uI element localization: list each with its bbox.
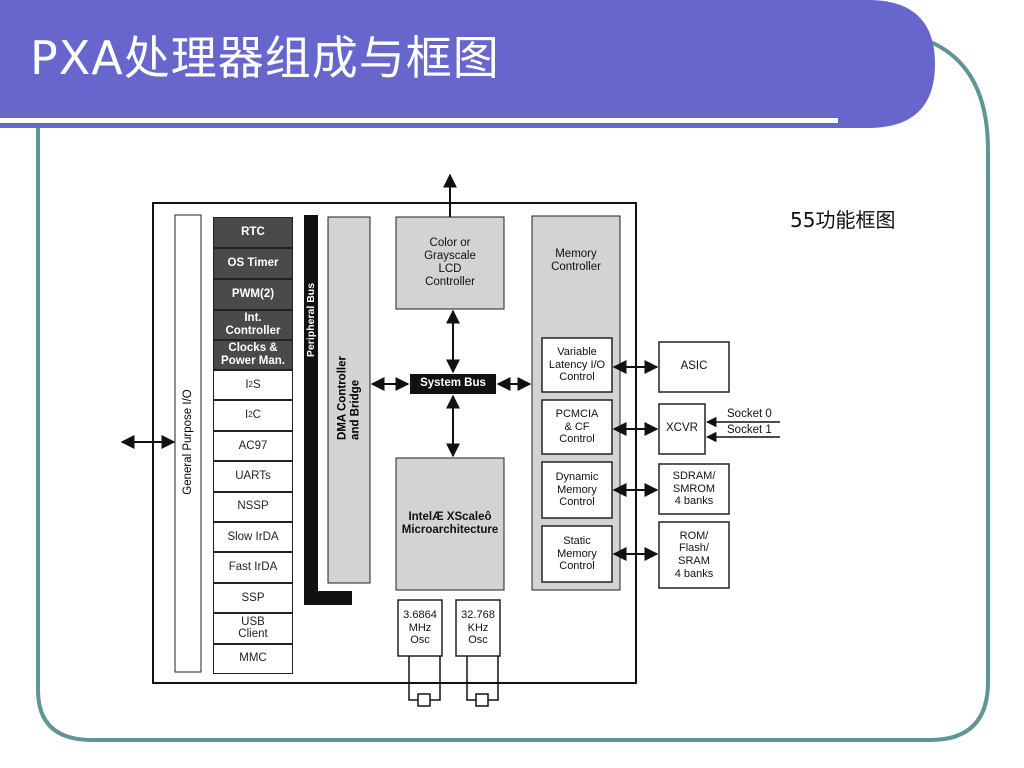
crystal-1 bbox=[417, 693, 431, 707]
peripheral-bus bbox=[304, 215, 318, 605]
io-module: Fast IrDA bbox=[213, 552, 293, 583]
dark-module: Int. Controller bbox=[213, 310, 293, 340]
crystal-2 bbox=[475, 693, 489, 707]
core-label: IntelÆ XScaleô Microarchitecture bbox=[401, 510, 499, 536]
dma-box bbox=[327, 216, 371, 584]
io-module: SSP bbox=[213, 582, 293, 614]
xcvr-box bbox=[658, 403, 706, 455]
mem-sub-2 bbox=[541, 399, 613, 455]
peripheral-bus-foot bbox=[304, 591, 352, 605]
mem-sub-4 bbox=[541, 525, 613, 583]
io-module: UARTs bbox=[213, 461, 293, 492]
rom-box bbox=[658, 521, 730, 589]
title-underline bbox=[0, 118, 838, 123]
osc-1-label: 3.6864 MHz Osc bbox=[403, 609, 437, 647]
osc-2-box bbox=[455, 599, 501, 657]
rom-label: ROM/ Flash/ SRAM 4 banks bbox=[674, 529, 714, 580]
peripheral-bus-label: Peripheral Bus bbox=[305, 282, 317, 358]
io-module: NSSP bbox=[213, 491, 293, 522]
asic-box bbox=[658, 341, 730, 393]
socket-0-label: Socket 0 bbox=[727, 408, 772, 420]
mem-sub-4-label: Static Memory Control bbox=[557, 535, 597, 573]
mem-sub-3-label: Dynamic Memory Control bbox=[555, 471, 599, 509]
system-bus-label: System Bus bbox=[420, 377, 486, 390]
mem-sub-2-label: PCMCIA & CF Control bbox=[555, 408, 599, 446]
io-module: Slow IrDA bbox=[213, 522, 293, 553]
osc-1-box bbox=[397, 599, 443, 657]
dark-module: OS Timer bbox=[213, 248, 293, 279]
title-bar bbox=[0, 0, 935, 128]
lcd-box bbox=[395, 216, 505, 310]
osc-2-label: 32.768 KHz Osc bbox=[461, 609, 495, 647]
sdram-box bbox=[658, 463, 730, 515]
mem-sub-1-label: Variable Latency I/O Control bbox=[548, 346, 606, 384]
dma-label: DMA Controller and Bridge bbox=[336, 356, 361, 440]
dark-module: Clocks & Power Man. bbox=[213, 340, 293, 370]
lcd-label: Color or Grayscale LCD Controller bbox=[424, 236, 476, 289]
mem-sub-1 bbox=[541, 337, 613, 393]
slide-border bbox=[36, 36, 990, 742]
gpio-label: General Purpose I/O bbox=[182, 389, 194, 495]
socket-1-label: Socket 1 bbox=[727, 424, 772, 436]
xcvr-label: XCVR bbox=[666, 422, 698, 435]
io-module: USB Client bbox=[213, 613, 293, 644]
io-module: MMC bbox=[213, 643, 293, 674]
dark-module: PWM(2) bbox=[213, 279, 293, 310]
core-box bbox=[395, 457, 505, 591]
system-bus-box bbox=[410, 374, 496, 394]
io-module: AC97 bbox=[213, 430, 293, 462]
slide-title: PXA处理器组成与框图 bbox=[30, 31, 500, 85]
slide-caption: 55功能框图 bbox=[790, 208, 896, 232]
dark-module: RTC bbox=[213, 217, 293, 248]
asic-label: ASIC bbox=[680, 360, 708, 373]
mem-sub-3 bbox=[541, 461, 613, 519]
memory-controller-label: Memory Controller bbox=[551, 247, 601, 273]
sdram-label: SDRAM/ SMROM 4 banks bbox=[672, 470, 716, 508]
